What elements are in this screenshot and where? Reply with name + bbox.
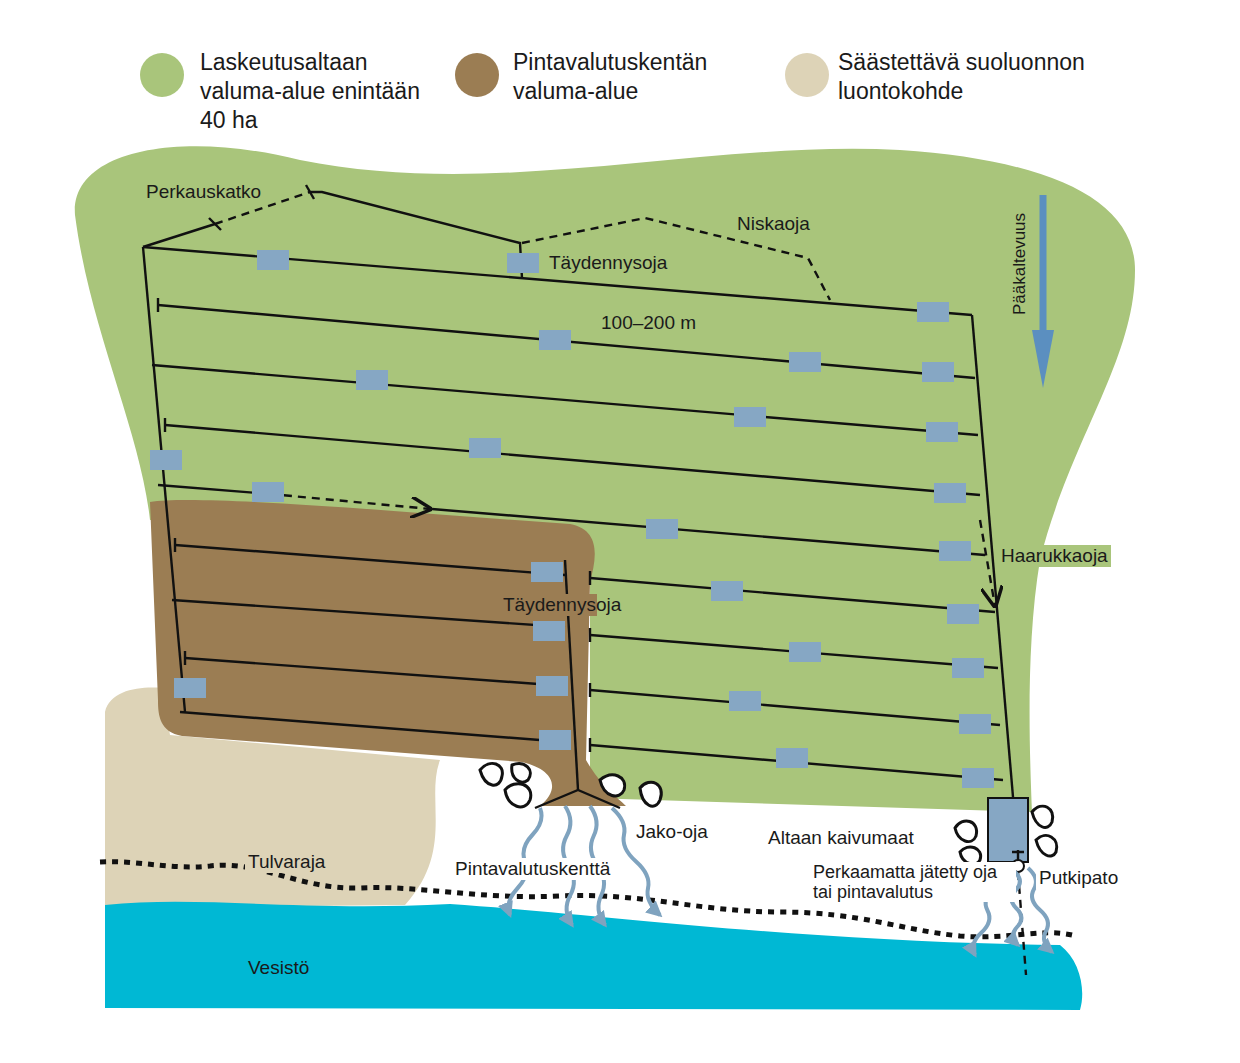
ditch-dam xyxy=(174,678,206,698)
ditch-dam xyxy=(734,407,766,427)
ditch-dam xyxy=(789,642,821,662)
ditch-dam xyxy=(789,352,821,372)
ditch-dam xyxy=(939,541,971,561)
ditch-dam xyxy=(934,483,966,503)
ditches xyxy=(143,185,1013,808)
ditch-dam xyxy=(646,519,678,539)
ditch-dam xyxy=(356,370,388,390)
slope-arrow-head xyxy=(1032,330,1054,388)
map-label: 100–200 m xyxy=(598,312,699,334)
ditch-dam xyxy=(776,748,808,768)
ditch-dam xyxy=(531,562,563,582)
flow-arrows xyxy=(508,806,1052,955)
map-label: Haarukkaoja xyxy=(998,545,1111,567)
map-label: Perkaamatta jätetty oja tai pintavalutus xyxy=(810,862,1016,902)
ditch-dam xyxy=(257,250,289,270)
water-label: Vesistö xyxy=(245,957,312,979)
legend-swatch xyxy=(140,53,184,97)
ditch-dam xyxy=(539,730,571,750)
ditch-dam xyxy=(947,604,979,624)
map-label: Pääkaltevuus xyxy=(1009,210,1031,318)
map-label: Putkipato xyxy=(1036,867,1121,889)
ditch-dam xyxy=(536,676,568,696)
ditch-dam xyxy=(507,253,539,273)
legend-swatch xyxy=(455,53,499,97)
map-label: Niskaoja xyxy=(734,213,813,235)
slope-arrow xyxy=(1040,195,1047,335)
pipe-dam-stem xyxy=(1012,850,1024,860)
ditch-dam xyxy=(952,658,984,678)
map-label: Täydennysoja xyxy=(546,252,670,274)
legend-swatch xyxy=(785,53,829,97)
spoil-heaps xyxy=(480,763,1057,864)
settling-pool xyxy=(988,798,1028,862)
map-label: Jako-oja xyxy=(633,821,711,843)
map-label: Täydennysoja xyxy=(500,594,624,616)
ditch-dam xyxy=(539,330,571,350)
ditch-dams xyxy=(150,250,994,788)
ditch-dam xyxy=(962,768,994,788)
legend-text: Laskeutusaltaan valuma-alue enintään 40 … xyxy=(200,48,450,135)
dashed-ditches xyxy=(215,192,1026,975)
water-body xyxy=(105,902,1082,1010)
ditch-dam xyxy=(959,714,991,734)
map-label: Perkauskatko xyxy=(143,181,264,203)
map-label: Altaan kaivumaat xyxy=(765,827,917,849)
settling-catchment xyxy=(75,146,1135,812)
legend-text: Pintavalutuskentän valuma-alue xyxy=(513,48,763,106)
ditch-dam xyxy=(729,691,761,711)
legend-text: Säästettävä suoluonnon luontokohde xyxy=(838,48,1088,106)
map-label: Pintavalutuskenttä xyxy=(452,858,613,880)
map-label: Tulvaraja xyxy=(245,851,328,873)
ditch-dam xyxy=(711,581,743,601)
ditch-dam xyxy=(533,621,565,641)
ditch-dam xyxy=(926,422,958,442)
ditch-dam xyxy=(469,438,501,458)
ditch-dam xyxy=(917,302,949,322)
ditch-dam xyxy=(922,362,954,382)
ditch-dam xyxy=(252,482,284,502)
ditch-dam xyxy=(150,450,182,470)
overland-flow-catchment xyxy=(150,500,626,806)
